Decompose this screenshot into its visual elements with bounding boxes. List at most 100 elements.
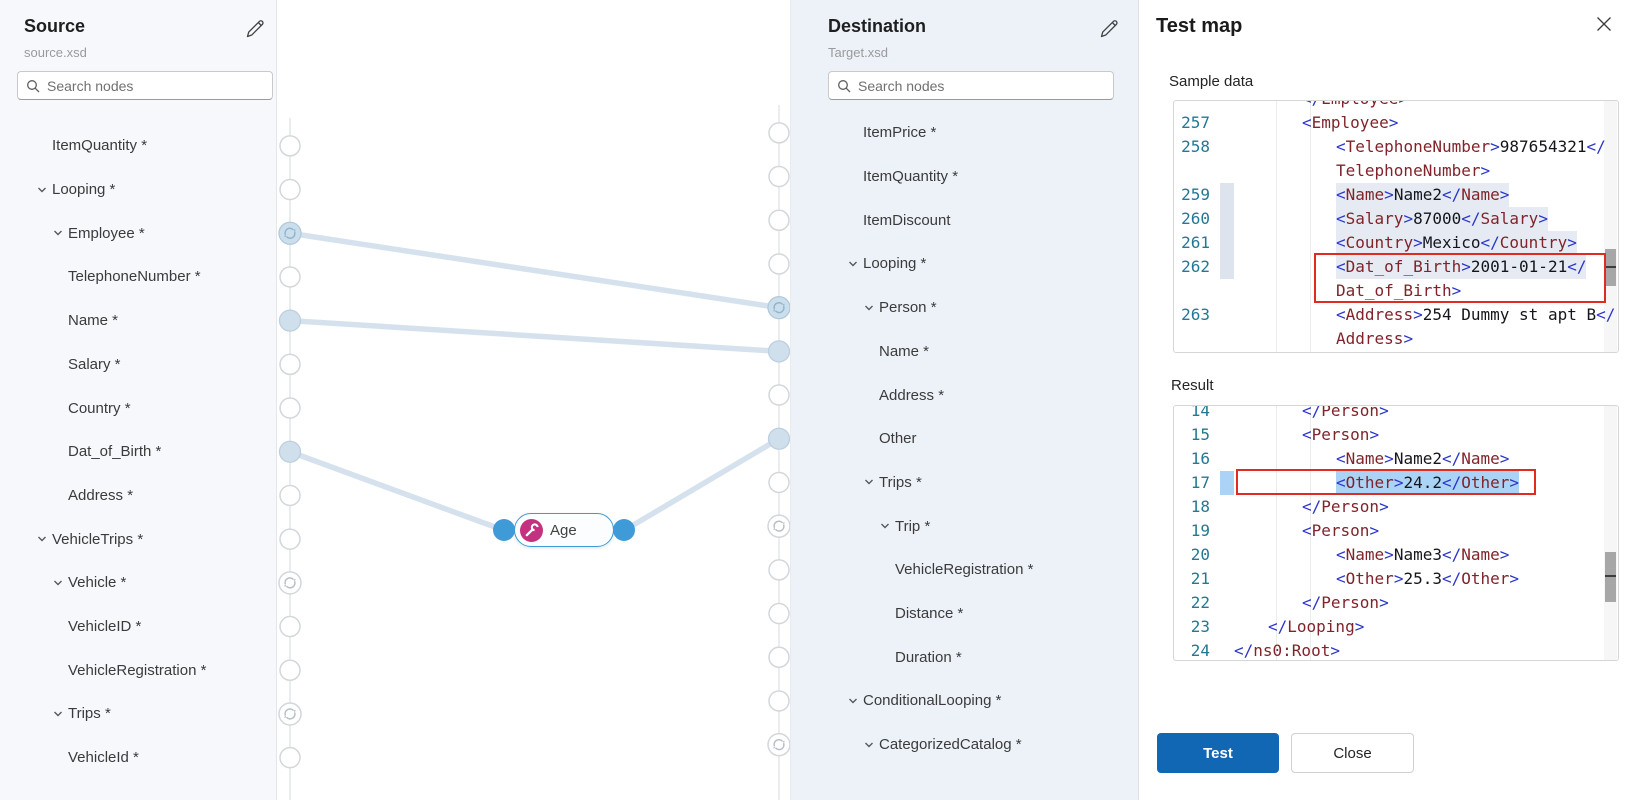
- tree-node-vehicleregistration[interactable]: VehicleRegistration *: [0, 648, 276, 692]
- destination-port-looping[interactable]: [768, 253, 790, 275]
- source-port-itemquantity[interactable]: [279, 135, 301, 157]
- scrollbar-track[interactable]: [1604, 406, 1617, 660]
- chevron-down-icon[interactable]: [52, 227, 64, 239]
- source-port-address[interactable]: [279, 484, 301, 507]
- source-port-dat_of_birth[interactable]: [278, 440, 302, 463]
- tree-node-trip[interactable]: Trip *: [791, 504, 1138, 548]
- source-port-vehicle[interactable]: [278, 571, 302, 595]
- connection-edge-employee-to-person[interactable]: [287, 230, 782, 311]
- chevron-down-icon[interactable]: [863, 739, 875, 751]
- source-port-vehicleid[interactable]: [279, 615, 301, 638]
- chevron-down-icon[interactable]: [36, 533, 48, 545]
- scrollbar-thumb[interactable]: [1605, 249, 1616, 286]
- source-port-name[interactable]: [278, 309, 302, 332]
- tree-node-dat_of_birth[interactable]: Dat_of_Birth *: [0, 430, 276, 474]
- close-button[interactable]: Close: [1291, 733, 1414, 773]
- tree-node-trips[interactable]: Trips *: [791, 461, 1138, 505]
- tree-node-telephonenumber[interactable]: TelephoneNumber *: [0, 255, 276, 299]
- chevron-down-icon[interactable]: [52, 708, 64, 720]
- tree-node-address[interactable]: Address *: [0, 474, 276, 518]
- tree-node-other[interactable]: Other: [791, 417, 1138, 461]
- loop-icon: [284, 577, 296, 589]
- tree-node-duration[interactable]: Duration *: [791, 635, 1138, 679]
- destination-search-box: [828, 71, 1114, 100]
- destination-port-person[interactable]: [767, 295, 791, 320]
- chevron-down-icon[interactable]: [879, 520, 891, 532]
- chevron-down-icon[interactable]: [847, 695, 859, 707]
- destination-port-other[interactable]: [767, 427, 791, 450]
- connection-edge-dat_of_birth-to-age[interactable]: [287, 449, 506, 533]
- tree-node-person[interactable]: Person *: [791, 286, 1138, 330]
- source-port-vehicleid[interactable]: [279, 746, 301, 769]
- destination-port-itemquantity[interactable]: [768, 165, 790, 188]
- tree-node-vehicleid[interactable]: VehicleId *: [0, 736, 276, 780]
- tree-node-country[interactable]: Country *: [0, 386, 276, 430]
- close-panel-button[interactable]: [1594, 14, 1614, 34]
- tree-node-itemquantity[interactable]: ItemQuantity *: [0, 124, 276, 168]
- chevron-down-icon[interactable]: [863, 476, 875, 488]
- destination-port-name[interactable]: [767, 340, 791, 363]
- tree-node-name[interactable]: Name *: [791, 330, 1138, 374]
- destination-port-categorizedcatalog[interactable]: [767, 732, 791, 757]
- loop-icon: [284, 708, 296, 720]
- tree-node-employee[interactable]: Employee *: [0, 211, 276, 255]
- edit-source-schema-button[interactable]: [244, 18, 266, 40]
- source-port-salary[interactable]: [279, 353, 301, 376]
- chevron-down-icon[interactable]: [36, 184, 48, 196]
- loop-icon: [773, 520, 785, 532]
- code-line-258: 258<TelephoneNumber>987654321</: [1181, 137, 1606, 156]
- tree-node-looping[interactable]: Looping *: [0, 168, 276, 212]
- destination-port-conditionallooping[interactable]: [768, 690, 790, 712]
- source-port-looping[interactable]: [279, 178, 301, 201]
- tree-node-looping[interactable]: Looping *: [791, 242, 1138, 286]
- source-port-vehicletrips[interactable]: [279, 528, 301, 550]
- chevron-down-icon[interactable]: [52, 577, 64, 589]
- tree-node-categorizedcatalog[interactable]: CategorizedCatalog *: [791, 723, 1138, 767]
- destination-port-distance[interactable]: [768, 602, 790, 625]
- tree-node-conditionallooping[interactable]: ConditionalLooping *: [791, 679, 1138, 723]
- test-button[interactable]: Test: [1157, 733, 1279, 773]
- tree-node-vehicleid[interactable]: VehicleID *: [0, 605, 276, 649]
- tree-node-vehicle[interactable]: Vehicle *: [0, 561, 276, 605]
- source-port-trips[interactable]: [278, 702, 302, 726]
- source-port-employee[interactable]: [278, 221, 302, 245]
- destination-port-trip[interactable]: [767, 514, 791, 538]
- connection-edge-age-to-other[interactable]: [622, 436, 782, 533]
- tree-node-itemprice[interactable]: ItemPrice *: [791, 111, 1138, 155]
- edit-destination-schema-button[interactable]: [1098, 18, 1120, 40]
- scrollbar-thumb[interactable]: [1605, 552, 1616, 602]
- function-node-age[interactable]: Age: [493, 513, 635, 547]
- result-editor[interactable]: 14</Person>15<Person>16<Name>Name2</Name…: [1173, 405, 1619, 661]
- tree-node-name[interactable]: Name *: [0, 299, 276, 343]
- tree-node-itemquantity[interactable]: ItemQuantity *: [791, 155, 1138, 199]
- connection-edge-name-to-name[interactable]: [287, 317, 782, 355]
- chevron-down-icon[interactable]: [863, 302, 875, 314]
- tree-node-distance[interactable]: Distance *: [791, 592, 1138, 636]
- tree-node-trips[interactable]: Trips *: [0, 692, 276, 736]
- source-port-country[interactable]: [279, 397, 301, 419]
- chevron-down-icon[interactable]: [847, 258, 859, 270]
- destination-port-duration[interactable]: [768, 646, 790, 668]
- destination-search-input[interactable]: [858, 77, 1105, 94]
- destination-port-itemdiscount[interactable]: [768, 209, 790, 231]
- tree-node-salary[interactable]: Salary *: [0, 343, 276, 387]
- destination-port-itemprice[interactable]: [768, 122, 790, 144]
- source-port-telephonenumber[interactable]: [279, 266, 301, 288]
- destination-port-address[interactable]: [768, 384, 790, 406]
- tree-node-label: Vehicle *: [68, 574, 127, 592]
- source-search-input[interactable]: [47, 77, 264, 94]
- destination-title: Destination: [828, 16, 927, 36]
- source-port-vehicleregistration[interactable]: [279, 659, 301, 681]
- tree-node-vehicleregistration[interactable]: VehicleRegistration *: [791, 548, 1138, 592]
- destination-port-vehicleregistration[interactable]: [768, 559, 790, 581]
- tree-node-label: VehicleRegistration *: [68, 661, 207, 679]
- search-icon: [838, 79, 851, 92]
- scrollbar-track[interactable]: [1604, 101, 1617, 352]
- tree-node-itemdiscount[interactable]: ItemDiscount: [791, 198, 1138, 242]
- function-output-handle[interactable]: [613, 519, 635, 541]
- tree-node-address[interactable]: Address *: [791, 373, 1138, 417]
- destination-port-trips[interactable]: [768, 471, 790, 494]
- function-input-handle[interactable]: [493, 519, 515, 541]
- sample-data-editor[interactable]: </Employee>257<Employee>258<TelephoneNum…: [1173, 100, 1619, 353]
- tree-node-vehicletrips[interactable]: VehicleTrips *: [0, 517, 276, 561]
